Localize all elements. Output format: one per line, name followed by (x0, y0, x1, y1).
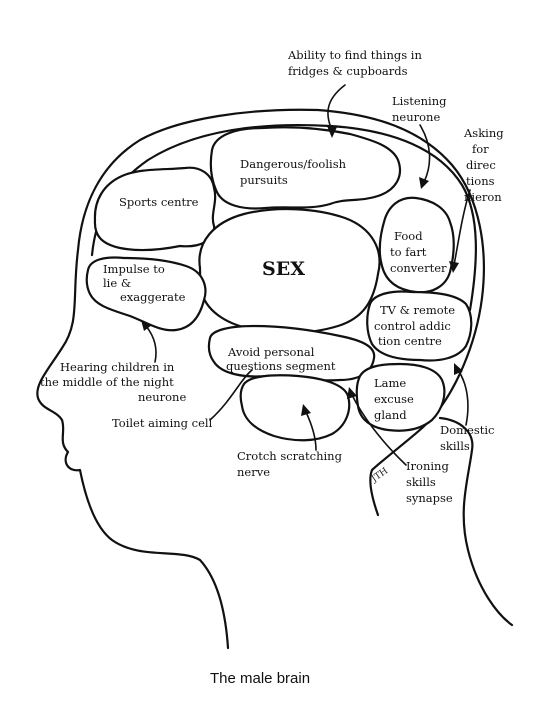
arrow-hearing (145, 325, 157, 363)
arrow-fridges (327, 84, 346, 131)
sports-centre-label: Sports centre (119, 195, 199, 209)
toilet-aiming-label: Toilet aiming cell (112, 416, 213, 430)
hearing-children-label: Hearing children in the middle of the ni… (40, 360, 186, 404)
lame-excuse-label: Lame excuse gland (374, 376, 418, 422)
neck-outline (438, 416, 514, 627)
arrowhead-listening (419, 177, 429, 189)
sex-lobe (198, 208, 381, 334)
dangerous-pursuits-lobe (209, 126, 402, 210)
tv-remote-label: TV & remote control addic tion centre (374, 303, 459, 348)
impulse-label: Impulse to lie & exaggerate (103, 262, 186, 304)
arrow-crotch (305, 411, 317, 451)
arrowhead-ironing (347, 387, 357, 399)
arrow-ironing (351, 394, 407, 466)
tv-remote-lobe (366, 290, 473, 362)
arrowhead-crotch (301, 404, 311, 416)
figure-caption: The male brain (210, 670, 310, 687)
crotch-scratching-label: Crotch scratching nerve (237, 449, 346, 479)
arrow-toilet (209, 369, 253, 421)
arrow-listening (419, 124, 431, 183)
avoid-questions-label: Avoid personal questions segment (226, 345, 336, 373)
arrowhead-hearing (141, 320, 152, 331)
listening-neurone-label: Listening neurone (392, 94, 450, 124)
arrow-domestic (457, 369, 469, 426)
asking-directions-label: Asking for direc tions nieron (463, 126, 507, 204)
arrow-directions (453, 189, 471, 266)
ironing-skills-label: Ironing skills synapse (406, 459, 453, 505)
impulse-lobe (85, 256, 207, 332)
arrowhead-fridges (327, 126, 337, 138)
sports-centre-lobe (93, 166, 217, 252)
arrowhead-directions (449, 261, 459, 273)
dangerous-pursuits-label: Dangerous/foolish pursuits (240, 157, 350, 187)
head-outline (36, 108, 485, 650)
sex-label: SEX (262, 258, 305, 280)
domestic-skills-label: Domestic skills (440, 423, 498, 453)
fridges-label: Ability to find things in fridges & cupb… (287, 48, 426, 78)
food-converter-lobe (378, 196, 455, 294)
arrowhead-domestic (454, 363, 463, 375)
food-converter-label: Food to fart converter (390, 229, 447, 275)
crotch-lobe (239, 374, 351, 442)
